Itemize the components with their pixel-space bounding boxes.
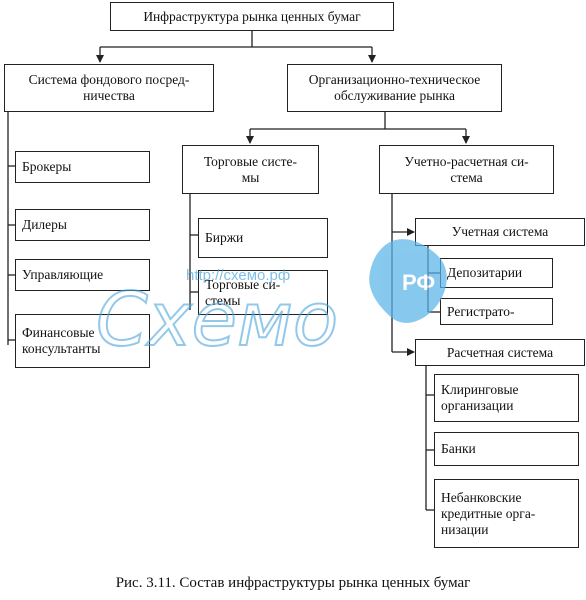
node-brokerage-system: Система фондового посред- ничества <box>4 64 214 112</box>
node-trading-systems-leaf: Торговые си- стемы <box>198 270 328 315</box>
node-exchanges-label: Биржи <box>205 230 244 245</box>
node-nonbank-credit-organizations: Небанковские кредитные орга- низации <box>434 479 579 548</box>
node-settlement-label: Расчетная система <box>446 344 554 360</box>
node-nonbank-credit-label: Небанковские кредитные орга- низации <box>441 489 536 537</box>
node-accounting-label: Учетная система <box>451 224 549 239</box>
node-brokerage-label: Система фондового посред- ничества <box>28 72 190 103</box>
node-clearing-organizations-label: Клиринговые организации <box>441 382 519 413</box>
node-accounting-system: Учетная система <box>415 218 585 246</box>
node-clearing-settlement-label: Учетно-расчетная си- стема <box>404 153 529 185</box>
node-clearing-organizations: Клиринговые организации <box>434 374 579 422</box>
node-org-tech-service: Организационно-техническое обслуживание … <box>287 64 502 112</box>
node-trading-systems: Торговые систе- мы <box>182 145 319 194</box>
node-registrars-label: Регистрато- <box>447 303 515 319</box>
figure-caption: Рис. 3.11. Состав инфраструктуры рынка ц… <box>115 575 471 591</box>
node-registrars: Регистрато- <box>440 298 553 325</box>
node-trading-systems-leaf-label: Торговые си- стемы <box>205 276 281 308</box>
node-trading-systems-label: Торговые систе- мы <box>203 153 298 185</box>
node-dealers: Дилеры <box>15 209 150 241</box>
node-dealers-label: Дилеры <box>22 217 67 232</box>
node-brokers-label: Брокеры <box>22 159 72 174</box>
node-managers-label: Управляющие <box>22 267 104 282</box>
node-banks: Банки <box>434 432 579 466</box>
node-banks-label: Банки <box>441 441 476 456</box>
node-financial-consultants: Финансовые консультанты <box>15 314 150 368</box>
node-root-label: Инфраструктура рынка ценных бумаг <box>143 8 361 24</box>
node-root: Инфраструктура рынка ценных бумаг <box>110 2 394 31</box>
node-financial-consultants-label: Финансовые консультанты <box>22 325 101 356</box>
node-brokers: Брокеры <box>15 151 150 183</box>
node-exchanges: Биржи <box>198 218 328 258</box>
node-managers: Управляющие <box>15 259 150 291</box>
node-depositories: Депозитарии <box>440 258 553 288</box>
node-clearing-settlement-system: Учетно-расчетная си- стема <box>379 145 554 194</box>
node-settlement-system: Расчетная система <box>415 339 585 366</box>
node-org-tech-label: Организационно-техническое обслуживание … <box>308 72 481 103</box>
node-depositories-label: Депозитарии <box>447 265 523 280</box>
